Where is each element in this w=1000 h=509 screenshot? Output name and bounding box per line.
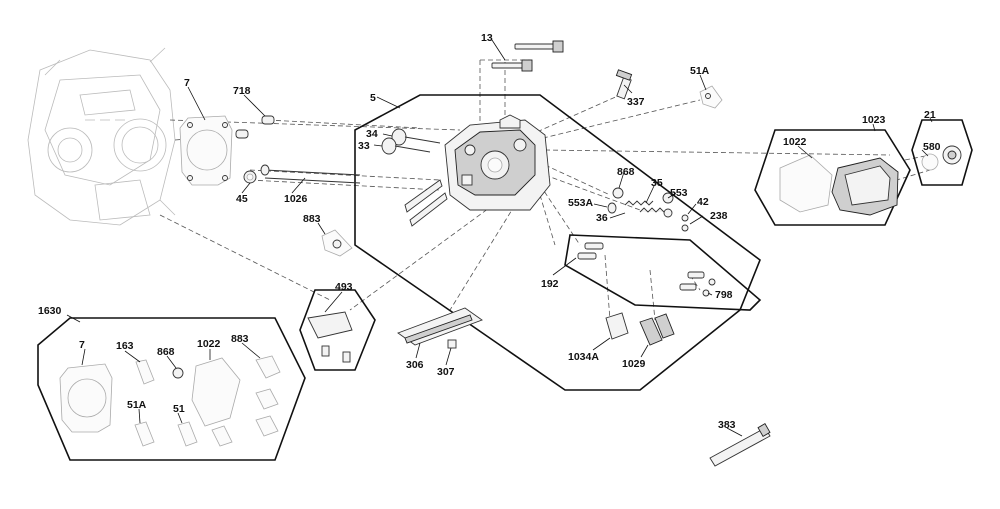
callout-51A-kit: 51A bbox=[127, 399, 147, 411]
gasket-51A-top bbox=[699, 85, 723, 109]
dowel-718 bbox=[235, 115, 275, 139]
callout-553A: 553A bbox=[568, 197, 594, 209]
callout-51A-top: 51A bbox=[690, 65, 710, 77]
callout-493: 493 bbox=[335, 281, 353, 293]
callout-1022-top: 1022 bbox=[783, 136, 807, 148]
head-gasket-7 bbox=[179, 115, 233, 186]
pushrods-1026 bbox=[243, 164, 361, 184]
callout-7-kit: 7 bbox=[79, 339, 85, 351]
group-outline-1023 bbox=[754, 129, 911, 226]
callout-307: 307 bbox=[437, 366, 455, 378]
callout-306: 306 bbox=[406, 359, 424, 371]
callout-718: 718 bbox=[233, 85, 251, 97]
callout-192: 192 bbox=[541, 278, 559, 290]
callout-883-top: 883 bbox=[303, 213, 321, 225]
group-outline-192 bbox=[564, 234, 762, 311]
group-outline-1630 bbox=[37, 317, 306, 461]
bracket-493 bbox=[307, 311, 353, 363]
tool-383 bbox=[709, 423, 771, 467]
breather-21 bbox=[921, 145, 962, 171]
callout-883-kit: 883 bbox=[231, 333, 249, 345]
valve-springs bbox=[607, 187, 689, 232]
callout-34: 34 bbox=[366, 128, 378, 140]
callout-5: 5 bbox=[370, 92, 376, 104]
callout-1029: 1029 bbox=[622, 358, 646, 370]
callout-868-kit: 868 bbox=[157, 346, 175, 358]
callout-33: 33 bbox=[358, 140, 370, 152]
callout-13: 13 bbox=[481, 32, 493, 44]
callout-1026: 1026 bbox=[284, 193, 308, 205]
callout-553: 553 bbox=[670, 187, 688, 199]
rocker-parts-192 bbox=[577, 242, 716, 297]
callout-1022-kit: 1022 bbox=[197, 338, 221, 350]
gasket-kit-1630 bbox=[59, 355, 281, 447]
cylinder-head bbox=[404, 114, 551, 227]
callout-35: 35 bbox=[651, 177, 663, 189]
callout-42: 42 bbox=[697, 196, 709, 208]
callout-580: 580 bbox=[923, 141, 941, 153]
tray-306 bbox=[397, 307, 483, 349]
callout-337: 337 bbox=[627, 96, 645, 108]
callout-51: 51 bbox=[173, 403, 185, 415]
valve-34-33 bbox=[381, 128, 441, 155]
callout-36: 36 bbox=[596, 212, 608, 224]
leader-lines bbox=[66, 39, 933, 437]
rocker-plate-1034A bbox=[605, 312, 675, 346]
gasket-883-top bbox=[321, 229, 353, 257]
callout-45: 45 bbox=[236, 193, 248, 205]
callout-238: 238 bbox=[710, 210, 728, 222]
callout-1023: 1023 bbox=[862, 114, 886, 126]
callout-7-top: 7 bbox=[184, 77, 190, 89]
group-outline-493 bbox=[299, 289, 376, 371]
callout-383: 383 bbox=[718, 419, 736, 431]
group-outline-21 bbox=[911, 119, 973, 186]
callout-798: 798 bbox=[715, 289, 733, 301]
spark-plug-337 bbox=[615, 69, 633, 100]
callout-1034A: 1034A bbox=[568, 351, 599, 363]
callout-868-top: 868 bbox=[617, 166, 635, 178]
callout-21: 21 bbox=[924, 109, 936, 121]
callout-163: 163 bbox=[116, 340, 134, 352]
engine-block-ghost bbox=[27, 47, 176, 226]
callout-1630: 1630 bbox=[38, 305, 62, 317]
valve-cover-1023 bbox=[779, 154, 899, 216]
callout-labels: 13 7 718 5 34 33 337 51A 1023 21 1022 58… bbox=[38, 32, 941, 431]
bolt-13 bbox=[491, 40, 564, 72]
